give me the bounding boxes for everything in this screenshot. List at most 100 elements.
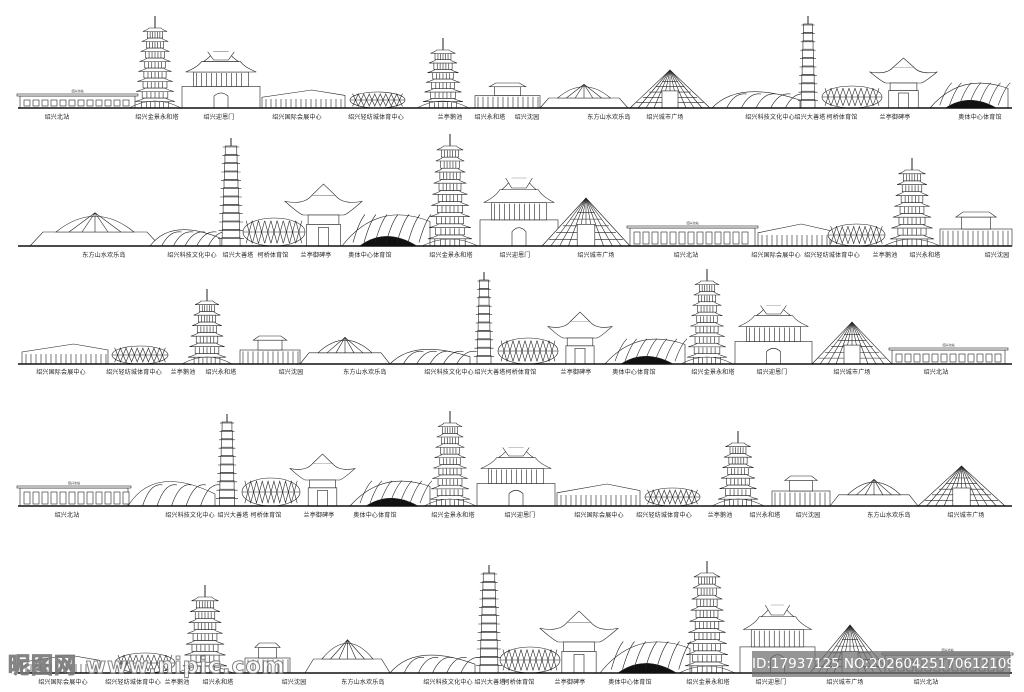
- building-tower: [798, 16, 818, 109]
- landmark-label: 绍兴大善塔: [474, 369, 506, 376]
- building-pagoda: [680, 269, 734, 365]
- landmark-label: 绍兴迎恩门: [504, 512, 536, 519]
- station-sign: 绍兴北站: [941, 647, 953, 652]
- building-stadium: [497, 337, 559, 365]
- landmark-label: 绍兴城市广场: [646, 114, 684, 121]
- building-stadium: [644, 487, 701, 507]
- landmark-label: 绍兴迎恩门: [203, 114, 235, 121]
- building-tower: [476, 565, 502, 674]
- landmark-label: 绍兴轻纺城体育中心: [636, 512, 692, 519]
- building-stadium: [499, 646, 561, 674]
- landmark-label: 东方山水欢乐岛: [82, 252, 126, 259]
- building-stadium: [827, 223, 886, 247]
- landmark-label: 绍兴沈园: [278, 369, 304, 376]
- landmark-label: 绍兴永和塔: [474, 114, 506, 121]
- landmark-label: 绍兴大善塔: [222, 252, 254, 259]
- landmark-label: 兰亭鹅池: [437, 114, 463, 121]
- building-tech: [389, 654, 481, 674]
- landmark-label: 绍兴北站: [673, 252, 699, 259]
- landmark-label: 绍兴科技文化中心: [424, 369, 474, 376]
- landmark-label: 东方山水欢乐岛: [587, 114, 631, 121]
- landmark-label: 奥体中心体育馆: [348, 252, 392, 259]
- building-tech: [711, 91, 806, 109]
- landmark-label: 柯桥体育馆: [505, 369, 537, 376]
- building-garden: [244, 642, 291, 674]
- landmark-label: 绍兴国际会展中心: [36, 369, 86, 376]
- building-pagoda: [678, 561, 736, 674]
- landmark-label: 兰亭御碑亭: [300, 252, 332, 259]
- building-pagoda: [711, 431, 765, 507]
- landmark-label: 奥体中心体育馆: [612, 369, 656, 376]
- building-station: 绍兴北站: [16, 88, 139, 109]
- landmark-label: 兰亭鹅池: [707, 512, 733, 519]
- landmark-label: 绍兴金景永和塔: [431, 512, 475, 519]
- building-tech: [389, 349, 477, 365]
- landmark-label: 绍兴永和塔: [205, 369, 237, 376]
- building-gate: [479, 177, 559, 247]
- landmark-label: 兰亭鹅池: [872, 252, 898, 259]
- landmark-label: 绍兴金景永和塔: [691, 369, 735, 376]
- building-garden: [474, 82, 541, 109]
- landmark-label: 兰亭御碑亭: [879, 114, 911, 121]
- landmark-label: 绍兴城市广场: [833, 369, 871, 376]
- landmark-label: 绍兴迎恩门: [499, 252, 531, 259]
- landmark-label: 绍兴科技文化中心: [165, 512, 215, 519]
- landmark-label: 东方山水欢乐岛: [867, 512, 911, 519]
- building-garden: [239, 335, 301, 365]
- landmark-label: 柯桥体育馆: [826, 114, 858, 121]
- building-arena: [604, 338, 688, 365]
- building-gate: [734, 305, 813, 365]
- landmark-label: 奥体中心体育馆: [958, 114, 1002, 121]
- building-tower: [218, 138, 244, 247]
- landmark-label: 绍兴金景永和塔: [135, 114, 179, 121]
- building-plaza: [917, 465, 1006, 507]
- building-arena: [341, 214, 432, 247]
- building-pavilion: [868, 57, 939, 109]
- building-expo: [261, 89, 346, 109]
- building-expo: [21, 343, 109, 365]
- building-pavilion: [288, 453, 357, 507]
- building-tower: [216, 414, 238, 507]
- landmark-label: 绍兴国际会展中心: [38, 679, 88, 686]
- landmark-label: 绍兴城市广场: [947, 512, 985, 519]
- building-station: 绍兴北站: [888, 342, 1009, 365]
- skyline-row-1: 绍兴北站: [16, 16, 1012, 109]
- skyline-row-2: 绍兴北站: [18, 134, 1013, 247]
- building-island: [299, 337, 391, 365]
- landmark-label: 绍兴城市广场: [577, 252, 615, 259]
- landmark-label: 绍兴北站: [913, 679, 939, 686]
- building-expo: [757, 223, 831, 247]
- landmark-label: 绍兴轻纺城体育中心: [106, 369, 162, 376]
- building-tower: [474, 272, 494, 365]
- landmark-label: 兰亭御碑亭: [554, 679, 586, 686]
- building-arena: [929, 82, 1011, 109]
- station-sign: 绍兴北站: [71, 88, 83, 93]
- building-plaza: [541, 197, 631, 247]
- building-station: 绍兴北站: [16, 480, 132, 507]
- building-gate: [181, 51, 261, 109]
- landmark-label: 绍兴城市广场: [826, 679, 864, 686]
- landmark-label: 柯桥体育馆: [503, 679, 535, 686]
- building-island: [304, 639, 391, 674]
- landmark-label: 柯桥体育馆: [257, 252, 289, 259]
- landmark-label: 兰亭御碑亭: [303, 512, 335, 519]
- building-pagoda: [423, 411, 477, 507]
- building-stadium: [114, 652, 176, 674]
- building-pagoda: [421, 134, 479, 247]
- landmark-label: 绍兴国际会展中心: [272, 114, 322, 121]
- building-pagoda: [181, 289, 233, 365]
- building-station: 绍兴北站: [626, 220, 759, 247]
- building-stadium: [349, 91, 406, 109]
- building-pagoda: [416, 38, 470, 109]
- landmark-label: 绍兴北站: [54, 512, 80, 519]
- landmark-label: 绍兴大善塔: [474, 679, 506, 686]
- landmark-label: 绍兴科技文化中心: [745, 114, 795, 121]
- building-expo: [21, 654, 101, 674]
- building-tech: [127, 481, 221, 507]
- landmark-label: 绍兴永和塔: [202, 679, 234, 686]
- building-stadium: [111, 345, 169, 365]
- building-island: [539, 84, 629, 109]
- landmark-label: 绍兴沈园: [514, 114, 540, 121]
- building-stadium: [241, 477, 301, 507]
